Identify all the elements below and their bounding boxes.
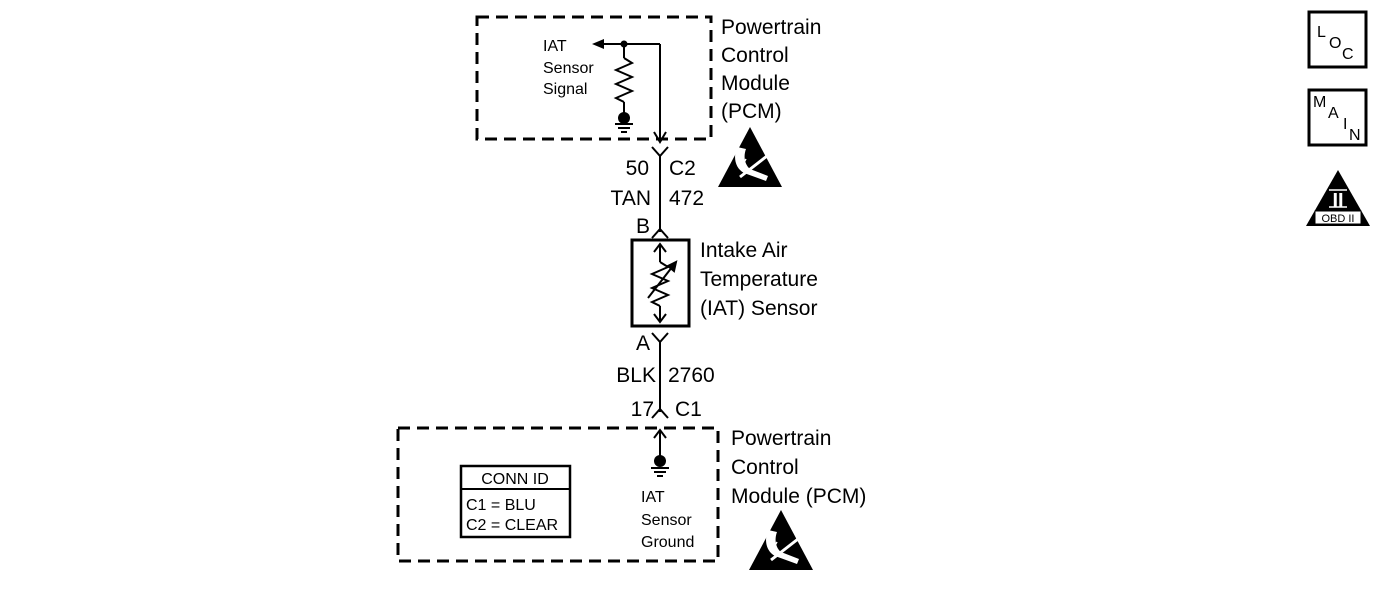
pcm-pin-c2: 50 xyxy=(626,157,649,180)
conn-id-table: CONN ID C1 = BLU C2 = CLEAR xyxy=(459,464,572,539)
wire-upper: 50 C2 TAN 472 B xyxy=(611,146,704,239)
sensor-pin-a: A xyxy=(636,332,650,355)
wire-color-tan: TAN xyxy=(611,187,651,210)
signal-arrow-icon xyxy=(592,39,604,49)
pcm-bottom-title: Powertrain Control Module (PCM) xyxy=(731,427,866,508)
main-button-letter-m: M xyxy=(1313,94,1326,111)
pcm-top-title-line-3: Module xyxy=(721,72,790,95)
pcm-bottom-title-line-2: Control xyxy=(731,456,799,479)
sensor-pin-b: B xyxy=(636,215,650,238)
iat-sensor: Intake Air Temperature (IAT) Sensor xyxy=(630,238,818,328)
pcm-bottom-title-line-1: Powertrain xyxy=(731,427,831,450)
iat-ground-label: IAT Sensor Ground xyxy=(641,489,694,551)
pull-up-circuit xyxy=(592,39,667,144)
pcm-bottom: IAT Sensor Ground CONN ID C1 = BLU C2 = … xyxy=(396,426,866,572)
loc-button-letter-c: C xyxy=(1342,46,1354,63)
pcm-top-boundary xyxy=(475,15,713,141)
pcm-top-title-line-1: Powertrain xyxy=(721,16,821,39)
conn-id-header: CONN ID xyxy=(481,471,549,488)
wire-color-blk: BLK xyxy=(616,364,656,387)
pcm-bottom-boundary xyxy=(396,426,720,563)
pcm-top-title-line-2: Control xyxy=(721,44,789,67)
obd-ii-label: OBD II xyxy=(1321,213,1354,225)
iat-ground-label-line-3: Ground xyxy=(641,534,694,551)
loc-button[interactable]: L O C xyxy=(1307,10,1368,69)
main-button-letter-i: I xyxy=(1343,116,1347,133)
iat-ground-label-line-1: IAT xyxy=(641,489,665,506)
pcm-top: Powertrain Control Module (PCM) IAT Sens… xyxy=(475,15,821,189)
loc-button-letter-l: L xyxy=(1317,24,1326,41)
conn-id-row-c1: C1 = BLU xyxy=(466,497,536,514)
iat-signal-label-line-2: Sensor xyxy=(543,60,594,77)
ground-dot-icon xyxy=(654,455,666,467)
main-button[interactable]: M A I N xyxy=(1307,88,1368,147)
iat-sensor-label-line-3: (IAT) Sensor xyxy=(700,297,817,320)
iat-ground-label-line-2: Sensor xyxy=(641,512,692,529)
iat-sensor-label-line-2: Temperature xyxy=(700,268,818,291)
main-button-letter-a: A xyxy=(1328,105,1339,122)
connector-terminal-icon xyxy=(651,146,669,158)
connector-terminal-icon xyxy=(651,407,669,419)
loc-button-letter-o: O xyxy=(1329,35,1341,52)
pcm-pin-c1: 17 xyxy=(631,398,654,421)
pcm-top-title: Powertrain Control Module (PCM) xyxy=(721,16,821,123)
iat-signal-label-line-1: IAT xyxy=(543,38,567,55)
connector-c2-label: C2 xyxy=(669,157,696,180)
esd-warning-icon xyxy=(747,508,815,572)
circuit-number-472: 472 xyxy=(669,187,704,210)
iat-sensor-label: Intake Air Temperature (IAT) Sensor xyxy=(700,239,818,320)
thermistor-icon xyxy=(647,242,678,324)
connector-terminal-icon xyxy=(651,227,669,239)
iat-signal-label-line-3: Signal xyxy=(543,81,587,98)
esd-warning-icon xyxy=(716,125,784,189)
obd-ii-numeral: II xyxy=(1332,190,1343,212)
circuit-number-2760: 2760 xyxy=(668,364,715,387)
ground-dot-icon xyxy=(618,112,630,124)
iat-sensor-label-line-1: Intake Air xyxy=(700,239,788,262)
connector-c1-label: C1 xyxy=(675,398,702,421)
pcm-bottom-title-line-3: Module (PCM) xyxy=(731,485,866,508)
wire-lower: A BLK 2760 17 C1 xyxy=(616,332,714,421)
ground-circuit xyxy=(651,428,669,477)
conn-id-row-c2: C2 = CLEAR xyxy=(466,517,558,534)
main-button-letter-n: N xyxy=(1349,127,1361,144)
obd-ii-button[interactable]: II OBD II xyxy=(1306,170,1370,226)
pcm-top-title-line-4: (PCM) xyxy=(721,100,782,123)
connector-terminal-icon xyxy=(651,332,669,344)
iat-sensor-body xyxy=(630,238,691,328)
iat-signal-label: IAT Sensor Signal xyxy=(543,38,594,98)
resistor-icon xyxy=(613,57,635,103)
